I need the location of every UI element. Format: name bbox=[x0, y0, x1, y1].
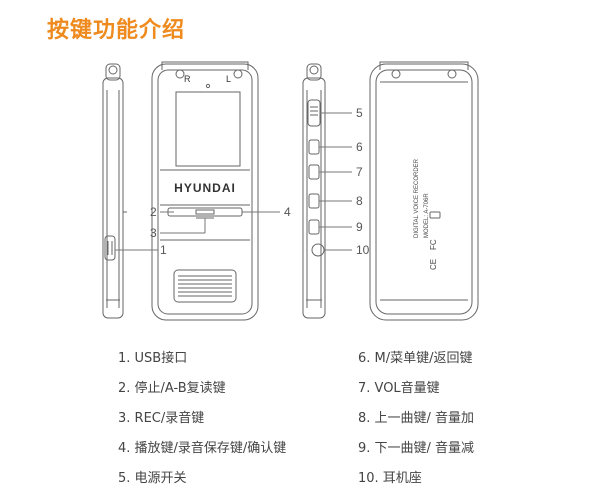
menu-button bbox=[308, 139, 320, 155]
legend-item-9: 9. 下一曲键/ 音量减 bbox=[358, 441, 475, 456]
top-letter-l: L bbox=[226, 74, 231, 84]
speaker-grille bbox=[173, 269, 237, 303]
headphone-jack bbox=[311, 243, 325, 257]
legend-item-8: 8. 上一曲键/ 音量加 bbox=[358, 411, 475, 426]
ce-mark: CE bbox=[429, 259, 438, 270]
legend-item-1: 1. USB接口 bbox=[118, 351, 188, 366]
legend-item-3: 3. REC/录音键 bbox=[118, 411, 205, 426]
front-view bbox=[151, 61, 259, 321]
device-illustration: R L HYUNDAI DIGITAL VOICE RECORDER MODEL… bbox=[102, 61, 479, 321]
brand-logo: HYUNDAI bbox=[174, 181, 236, 195]
callout-10: 10 bbox=[356, 243, 370, 257]
left-side-view bbox=[102, 63, 127, 319]
power-switch bbox=[307, 99, 321, 127]
back-label-line-2: MODEL: A-706R bbox=[424, 193, 430, 238]
callout-1: 1 bbox=[160, 243, 167, 257]
legend-item-10: 10. 耳机座 bbox=[358, 471, 422, 486]
callout-2: 2 bbox=[150, 205, 157, 219]
legend-item-5: 5. 电源开关 bbox=[118, 471, 187, 486]
callout-3: 3 bbox=[150, 226, 157, 240]
display-screen bbox=[175, 91, 241, 167]
next-button bbox=[308, 219, 320, 235]
callout-4: 4 bbox=[284, 205, 291, 219]
vol-button bbox=[308, 164, 320, 180]
legend-item-6: 6. M/菜单键/返回键 bbox=[358, 351, 473, 366]
callout-6: 6 bbox=[356, 140, 363, 154]
legend-item-2: 2. 停止/A-B复读键 bbox=[118, 381, 226, 396]
callout-9: 9 bbox=[356, 220, 363, 234]
front-button-bar bbox=[167, 207, 243, 217]
back-view bbox=[369, 61, 479, 321]
back-label-line-1: DIGITAL VOICE RECORDER bbox=[414, 158, 420, 238]
legend-item-7: 7. VOL音量键 bbox=[358, 381, 440, 396]
callout-8: 8 bbox=[356, 194, 363, 208]
page-title: 按键功能介绍 bbox=[47, 18, 186, 43]
callout-5: 5 bbox=[356, 106, 363, 120]
callout-7: 7 bbox=[356, 165, 363, 179]
fc-mark: FC bbox=[429, 239, 438, 250]
rec-button bbox=[195, 209, 215, 215]
prev-button bbox=[308, 193, 320, 209]
top-letter-r: R bbox=[184, 74, 191, 84]
usb-port bbox=[104, 235, 116, 261]
leader-lines bbox=[115, 112, 352, 251]
legend-item-4: 4. 播放键/录音保存键/确认键 bbox=[118, 441, 287, 456]
right-side-view bbox=[302, 63, 326, 319]
